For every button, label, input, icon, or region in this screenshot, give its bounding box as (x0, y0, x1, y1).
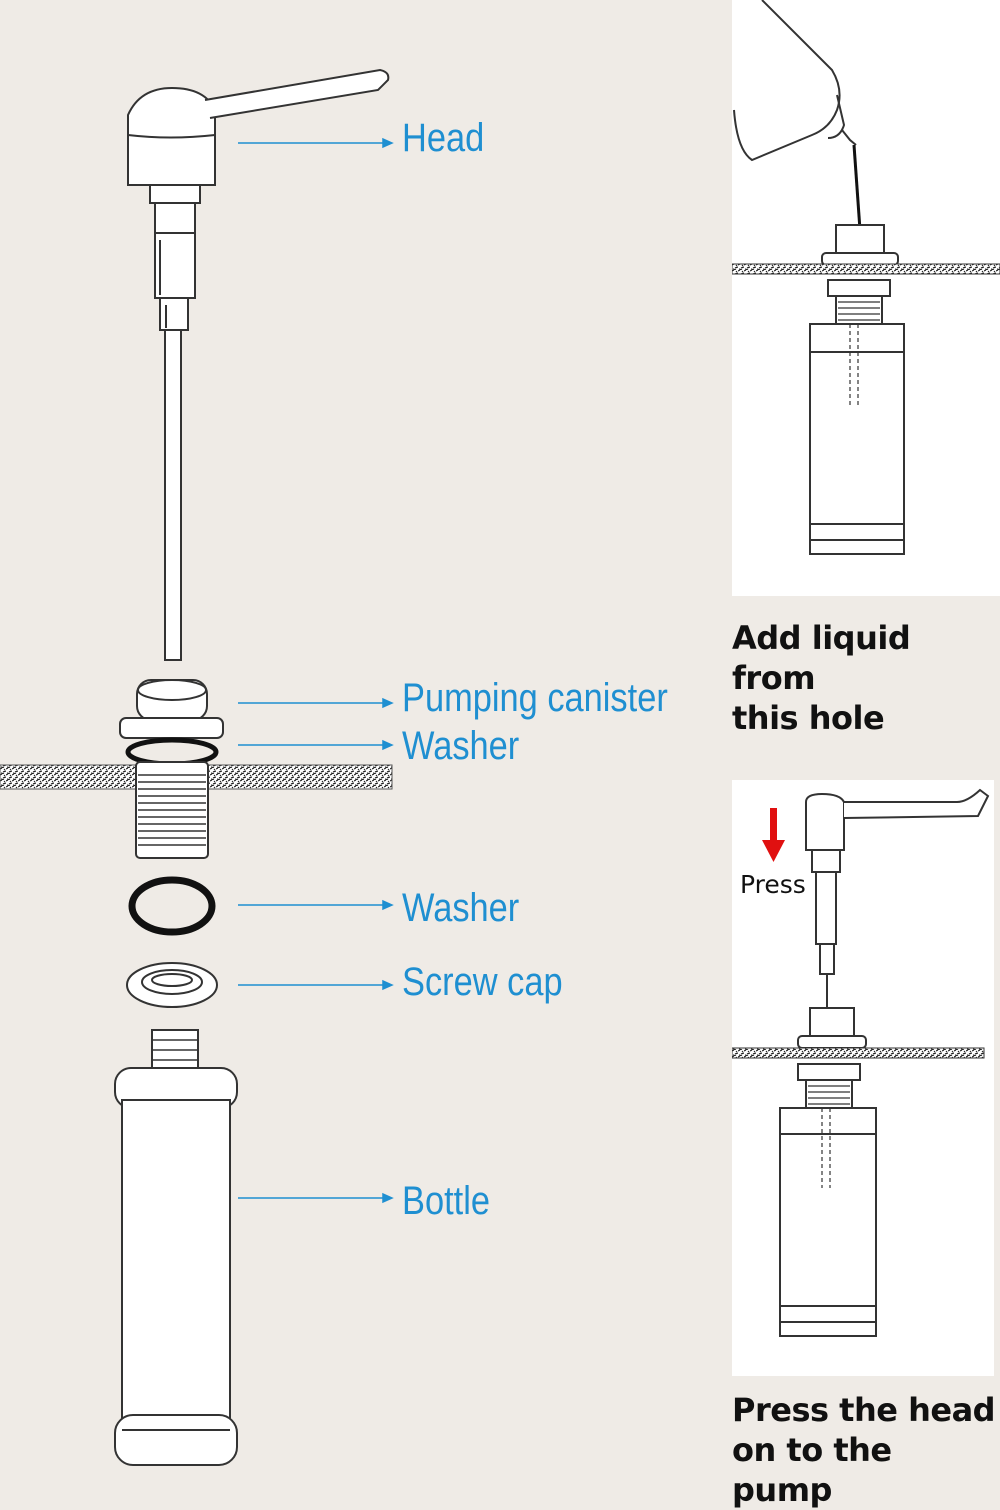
label-pumping-canister: Pumping canister (402, 676, 668, 720)
step1-illustration (732, 0, 1000, 555)
label-bottle: Bottle (402, 1179, 490, 1223)
step1-illustration-panel (732, 0, 1000, 596)
pumping-canister-part (119, 679, 224, 739)
label-washer-bottom: Washer (402, 886, 520, 930)
label-washer-top: Washer (402, 724, 520, 768)
step2-counter (732, 1047, 985, 1059)
step2-caption-line2: on to the pump (732, 1431, 892, 1509)
step2-caption: Press the head on to the pump (732, 1390, 1000, 1510)
head-part (127, 68, 390, 661)
screw-cap-part (126, 962, 218, 1008)
washer-top-part (125, 737, 219, 767)
step2-illustration (732, 788, 990, 1337)
label-head: Head (402, 116, 485, 160)
step2-illustration-panel: Press (732, 780, 994, 1376)
washer-bottom-part (128, 876, 216, 936)
step1-caption-line2: this hole (732, 699, 885, 737)
exploded-diagram (0, 68, 394, 1466)
press-arrow-icon (762, 808, 785, 862)
press-label: Press (740, 870, 806, 899)
pointer-lines (238, 137, 394, 1204)
bottle-part (114, 1029, 238, 1466)
step1-caption-line1: Add liquid from (732, 619, 911, 697)
step1-caption: Add liquid from this hole (732, 618, 1000, 738)
step1-counter (732, 263, 1000, 275)
label-screw-cap: Screw cap (402, 960, 563, 1004)
threaded-shank-part (135, 761, 209, 859)
step2-caption-line1: Press the head (732, 1391, 996, 1429)
